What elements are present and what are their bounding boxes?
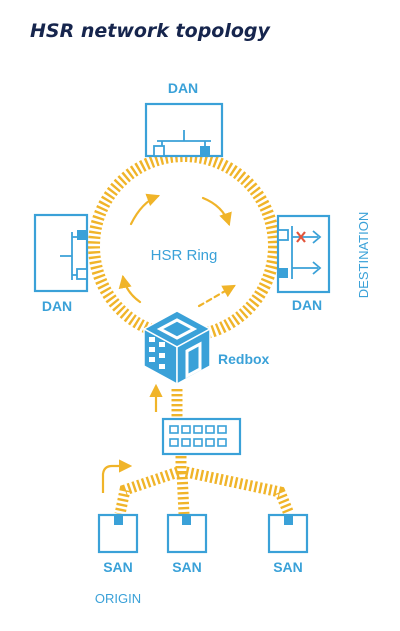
switch-icon	[157, 130, 211, 147]
left-dan-label: DAN	[42, 298, 72, 314]
san-node-1	[97, 513, 139, 554]
hsr-ring	[88, 150, 280, 342]
san-node-3	[267, 513, 309, 554]
san-node-2	[166, 513, 208, 554]
port-icon	[284, 515, 293, 525]
destination-label: DESTINATION	[356, 212, 371, 298]
right-dan-node	[276, 214, 331, 294]
port-icon	[182, 515, 191, 525]
switch-icon	[161, 417, 242, 456]
san-label-3: SAN	[273, 559, 303, 575]
switch-icon	[60, 232, 79, 280]
port-icon	[114, 515, 123, 525]
blocked-x-icon	[296, 231, 306, 243]
origin-label: ORIGIN	[95, 591, 141, 606]
port-icon	[76, 268, 88, 280]
arrow-icon	[312, 230, 322, 275]
arrow-icon	[197, 284, 236, 308]
switch-icon	[291, 226, 318, 279]
port-icon	[200, 146, 210, 156]
redbox-label: Redbox	[218, 351, 270, 367]
right-dan-label: DAN	[292, 297, 322, 313]
port-icon	[278, 268, 288, 278]
port-icon	[153, 145, 165, 157]
top-dan-label: DAN	[168, 80, 198, 96]
arrow-icon	[118, 274, 142, 304]
ring-direction-arrows	[118, 193, 236, 308]
left-dan-node	[33, 213, 89, 293]
arrow-icon	[201, 196, 232, 227]
top-dan-node	[144, 102, 224, 158]
port-icon	[77, 230, 87, 240]
page-title: HSR network topology	[30, 20, 270, 42]
arrow-icon	[129, 193, 161, 226]
san-links	[114, 456, 295, 517]
port-icon	[277, 229, 289, 241]
redbox-cube-icon	[142, 310, 212, 386]
san-label-1: SAN	[103, 559, 133, 575]
arrow-icon	[101, 459, 133, 493]
hsr-ring-label: HSR Ring	[151, 247, 218, 264]
san-label-2: SAN	[172, 559, 202, 575]
